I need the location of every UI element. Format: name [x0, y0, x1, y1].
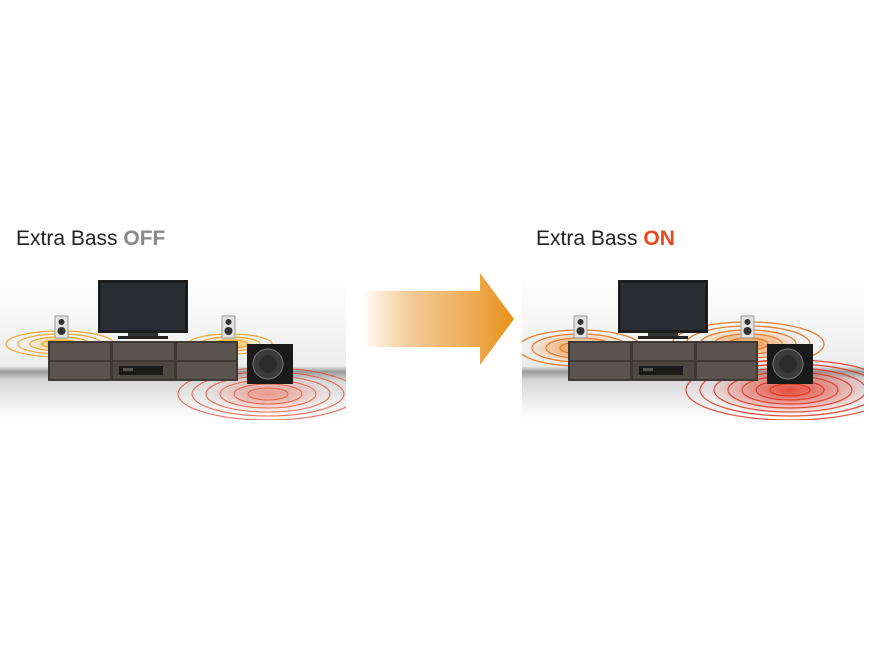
label-prefix: Extra Bass	[536, 227, 638, 250]
speaker-icon	[221, 315, 236, 339]
speaker-icon	[54, 315, 69, 339]
transition-arrow-icon	[362, 273, 518, 365]
tv-icon	[618, 280, 708, 339]
scene-extra-bass-off	[0, 278, 346, 420]
state-off-text: OFF	[123, 227, 166, 250]
subwoofer-icon	[247, 344, 293, 384]
av-receiver-icon	[639, 366, 683, 375]
scene-extra-bass-on	[522, 278, 864, 420]
speaker-icon	[573, 315, 588, 339]
extra-bass-off-label: Extra Bass OFF	[16, 227, 165, 251]
extra-bass-on-label: Extra Bass ON	[536, 227, 675, 251]
state-on-text: ON	[643, 227, 675, 250]
tv-icon	[98, 280, 188, 339]
label-prefix: Extra Bass	[16, 227, 118, 250]
av-receiver-icon	[119, 366, 163, 375]
subwoofer-icon	[767, 344, 813, 384]
speaker-icon	[740, 315, 755, 339]
